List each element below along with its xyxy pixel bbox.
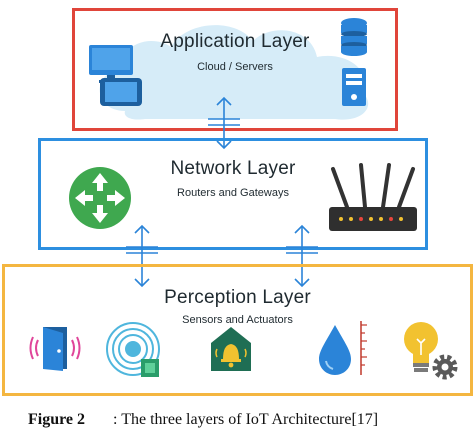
alarm-bell-icon (211, 327, 251, 371)
smart-bulb-icon (404, 322, 458, 380)
door-sensor-icon (29, 327, 81, 371)
wireless-router-icon (329, 163, 417, 231)
figure-caption: Figure 2 : The three layers of IoT Archit… (28, 411, 378, 429)
network-layer: Network Layer Routers and Gateways (38, 138, 428, 250)
router-icon (69, 167, 131, 229)
network-perception-connector-right (286, 224, 318, 288)
caption-text: : The three layers of IoT Architecture[1… (113, 411, 379, 428)
server-icon (342, 68, 366, 106)
database-icon (341, 18, 367, 56)
perception-layer-subtitle: Sensors and Actuators (182, 314, 293, 326)
network-layer-subtitle: Routers and Gateways (177, 187, 289, 199)
application-layer-title: Application Layer (160, 31, 310, 52)
network-layer-title: Network Layer (170, 158, 296, 179)
tablet-icon (100, 78, 142, 106)
application-layer: Application Layer Cloud / Servers (72, 8, 398, 131)
cloud-icon (99, 25, 369, 120)
caption-label: Figure 2 (28, 411, 86, 428)
perception-layer-title: Perception Layer (164, 287, 311, 308)
water-level-icon (319, 321, 367, 375)
application-layer-subtitle: Cloud / Servers (197, 61, 273, 73)
gear-icon (432, 354, 458, 380)
proximity-sensor-icon (106, 322, 160, 377)
network-perception-connector-left (126, 224, 158, 288)
perception-layer: Perception Layer Sensors and Actuators (2, 264, 473, 396)
